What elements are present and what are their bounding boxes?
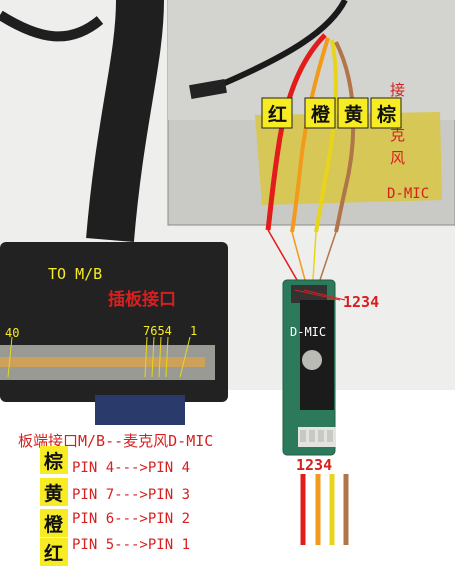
connect-mic-en: D-MIC — [387, 186, 429, 202]
connect-mic-char-1: 接 — [390, 81, 405, 99]
mapping-color-label: 棕 — [44, 450, 63, 473]
mapping-color-label: 黄 — [44, 482, 63, 505]
pins-7654-label: 7654 — [143, 324, 172, 338]
bottom-panel — [0, 390, 455, 568]
pin-40-label: 40 — [5, 326, 19, 340]
svg-text:棕: 棕 — [377, 103, 396, 126]
mapping-text: PIN 6--->PIN 2 — [72, 511, 190, 527]
wires-to-mic — [267, 229, 337, 281]
mic-pins-top-label: 1234 — [343, 293, 379, 311]
pin-1-label: 1 — [190, 324, 197, 338]
mapping-text: PIN 7--->PIN 3 — [72, 487, 190, 503]
wire-tag-orange: 橙 — [304, 97, 336, 129]
mapping-text: PIN 5--->PIN 1 — [72, 537, 190, 553]
mic-pins-bottom-label: 1234 — [296, 456, 332, 474]
inset-connector — [189, 78, 227, 100]
bottom-wires — [300, 474, 349, 545]
wire-tag-yellow: 黄 — [337, 97, 369, 129]
mapping-row-1: 棕 PIN 4--->PIN 4 — [40, 446, 190, 476]
mapping-title: 板端接口M/B--麦克风D-MIC — [18, 432, 213, 450]
dmic-board-label: D-MIC — [290, 325, 326, 339]
yellow-tape — [255, 112, 442, 205]
wire-tag-red: 红 — [261, 97, 293, 129]
mapping-row-4: 红 PIN 5--->PIN 1 — [40, 537, 190, 566]
connect-mic-char-2: 克 — [390, 126, 405, 144]
mic-pin-leaders — [294, 289, 346, 301]
cable-end — [95, 395, 185, 425]
flat-cable — [0, 0, 228, 425]
mapping-text: PIN 4--->PIN 4 — [72, 460, 190, 476]
mapping-row-2: 黄 PIN 7--->PIN 3 — [40, 478, 190, 506]
svg-text:黄: 黄 — [344, 103, 363, 126]
board-connector-label: 插板接口 — [108, 289, 176, 310]
to-mb-label: TO M/B — [48, 265, 102, 283]
mapping-color-label: 橙 — [44, 513, 64, 536]
svg-text:红: 红 — [268, 103, 287, 126]
svg-text:橙: 橙 — [311, 103, 331, 126]
wire-tag-brown: 棕 — [370, 97, 402, 129]
pin-leader-lines — [7, 336, 191, 378]
dmic-board — [282, 279, 336, 456]
mapping-row-3: 橙 PIN 6--->PIN 2 — [40, 509, 190, 537]
mapping-color-label: 红 — [44, 542, 63, 565]
connect-mic-char-3: 风 — [390, 149, 405, 167]
